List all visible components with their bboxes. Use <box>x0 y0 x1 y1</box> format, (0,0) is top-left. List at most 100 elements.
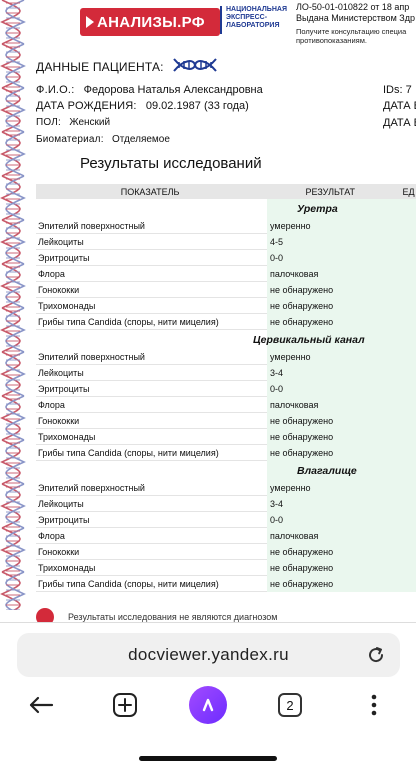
indicator-cell: Гонококки <box>38 415 80 426</box>
result-cell: не обнаружено <box>267 412 401 429</box>
indicator-cell: Трихомонады <box>38 562 96 573</box>
section-name: Цервикальный канал <box>253 333 365 346</box>
units-cell <box>401 265 416 282</box>
table-section: Влагалище <box>36 461 416 480</box>
units-cell <box>401 364 416 381</box>
indicator-cell: Эпителий поверхностный <box>38 482 145 493</box>
result-cell: умеренно <box>267 217 401 234</box>
result-cell: умеренно <box>267 348 401 365</box>
result-cell: не обнаружено <box>267 543 401 560</box>
address-bar[interactable]: docviewer.yandex.ru <box>17 633 400 677</box>
table-section: Цервикальный канал <box>36 330 416 349</box>
disclaimer: Результаты исследования не являются диаг… <box>36 608 277 625</box>
result-cell: 0-0 <box>267 249 401 266</box>
indicator-cell: Грибы типа Candida (споры, нити мицелия) <box>38 578 219 589</box>
patient-dob: ДАТА РОЖДЕНИЯ: 09.02.1987 (33 года) <box>36 100 249 112</box>
indicator-cell: Трихомонады <box>38 431 96 442</box>
license-info: ЛО-50-01-010822 от 18 апр Выдана Министе… <box>296 2 415 23</box>
result-cell: не обнаружено <box>267 575 401 592</box>
back-button[interactable] <box>19 683 63 727</box>
indicator-cell: Эритроциты <box>38 252 90 263</box>
units-cell <box>401 559 416 576</box>
result-cell: палочковая <box>267 396 401 413</box>
units-cell <box>401 313 416 330</box>
table-header: ПОКАЗАТЕЛЬ РЕЗУЛЬТАТ ЕД <box>36 184 416 199</box>
result-cell: 3-4 <box>267 495 401 512</box>
table-row: Трихомонады не обнаружено <box>36 559 416 576</box>
patient-fio: Ф.И.О.: Федорова Наталья Александровна <box>36 84 263 96</box>
date-label-2: ДАТА В <box>383 117 416 129</box>
more-vertical-icon <box>371 694 377 716</box>
dna-helix-icon <box>172 56 218 77</box>
indicator-cell: Лейкоциты <box>38 498 84 509</box>
units-cell <box>401 543 416 560</box>
plus-square-icon <box>113 693 137 717</box>
col-result: РЕЗУЛЬТАТ <box>305 186 356 197</box>
new-tab-button[interactable] <box>103 683 147 727</box>
units-cell <box>401 511 416 528</box>
col-units: ЕД <box>402 186 415 197</box>
indicator-cell: Гонококки <box>38 284 80 295</box>
indicator-cell: Флора <box>38 399 65 410</box>
units-cell <box>401 575 416 592</box>
result-cell: 0-0 <box>267 380 401 397</box>
units-cell <box>401 479 416 496</box>
result-cell: не обнаружено <box>267 281 401 298</box>
lab-title: НАЦИОНАЛЬНАЯ ЭКСПРЕСС-ЛАБОРАТОРИЯ <box>220 6 288 34</box>
menu-button[interactable] <box>352 683 396 727</box>
reload-icon[interactable] <box>366 645 386 665</box>
table-row: Грибы типа Candida (споры, нити мицелия)… <box>36 313 416 330</box>
logo-arrow-icon <box>86 16 94 28</box>
arrow-left-icon <box>29 696 54 714</box>
units-cell <box>401 380 416 397</box>
indicator-cell: Флора <box>38 268 65 279</box>
home-indicator <box>139 756 277 761</box>
lab-logo: АНАЛИЗЫ.РФ <box>80 8 220 36</box>
table-row: Флора палочковая <box>36 396 416 413</box>
tabs-button[interactable]: 2 <box>268 683 312 727</box>
results-title: Результаты исследований <box>80 155 262 172</box>
result-cell: 4-5 <box>267 233 401 250</box>
indicator-cell: Эритроциты <box>38 383 90 394</box>
indicator-cell: Флора <box>38 530 65 541</box>
indicator-cell: Трихомонады <box>38 300 96 311</box>
alice-assistant-button[interactable] <box>186 683 230 727</box>
warning-icon <box>36 608 54 625</box>
units-cell <box>401 527 416 544</box>
units-cell <box>401 348 416 365</box>
units-cell <box>401 412 416 429</box>
units-cell <box>401 281 416 298</box>
indicator-cell: Лейкоциты <box>38 236 84 247</box>
dna-decoration <box>0 0 28 610</box>
result-cell: не обнаружено <box>267 444 401 461</box>
patient-ids: IDs: 7 <box>383 84 412 96</box>
tab-count-badge: 2 <box>278 693 302 717</box>
section-name: Уретра <box>297 202 338 215</box>
units-cell <box>401 444 416 461</box>
table-row: Грибы типа Candida (споры, нити мицелия)… <box>36 575 416 592</box>
date-label-1: ДАТА В <box>383 100 416 112</box>
result-cell: не обнаружено <box>267 559 401 576</box>
indicator-cell: Гонококки <box>38 546 80 557</box>
col-indicator: ПОКАЗАТЕЛЬ <box>120 186 180 197</box>
table-row: Эритроциты 0-0 <box>36 249 416 266</box>
consult-info: Получите консультацию специа противопока… <box>296 27 407 45</box>
units-cell <box>401 233 416 250</box>
table-row: Лейкоциты 4-5 <box>36 233 416 250</box>
alice-icon <box>189 686 227 724</box>
document-page: АНАЛИЗЫ.РФ НАЦИОНАЛЬНАЯ ЭКСПРЕСС-ЛАБОРАТ… <box>0 0 416 625</box>
table-row: Эритроциты 0-0 <box>36 380 416 397</box>
indicator-cell: Лейкоциты <box>38 367 84 378</box>
bottom-nav: 2 <box>0 683 416 727</box>
units-cell <box>401 396 416 413</box>
patient-biomaterial: Биоматериал: Отделяемое <box>36 134 170 145</box>
units-cell <box>401 217 416 234</box>
